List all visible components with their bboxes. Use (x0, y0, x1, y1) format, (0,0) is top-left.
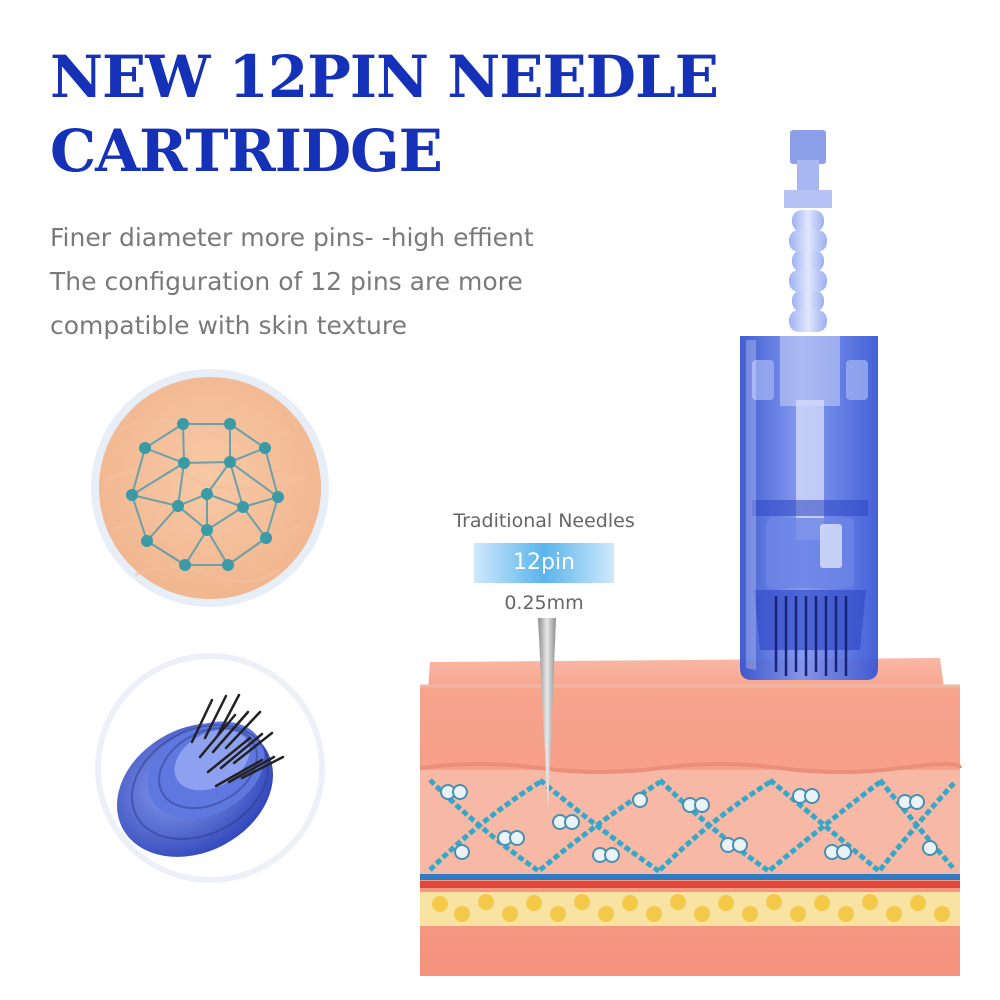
traditional-needle (538, 618, 556, 812)
cartridge-needles (774, 596, 848, 676)
description-line-3: compatible with skin texture (50, 311, 407, 340)
skin-block (419, 658, 962, 976)
headline-line-1: NEW 12PIN NEEDLE (50, 43, 719, 111)
description-line-2: The configuration of 12 pins are more (50, 267, 523, 296)
cartridge-bellows (789, 210, 827, 332)
headline: NEW 12PIN NEEDLE CARTRIDGE (50, 40, 719, 188)
pin-dots (126, 418, 284, 571)
needle-diameter-label: 0.25mm (504, 592, 584, 614)
headline-line-2: CARTRIDGE (50, 117, 443, 185)
cell-clusters (440, 784, 938, 863)
description: Finer diameter more pins- -high effient … (50, 216, 534, 348)
collagen-fibers (428, 778, 957, 875)
skin-texture-disc (91, 369, 329, 607)
fat-cells (432, 894, 950, 922)
needle-head-closeup (95, 653, 325, 883)
needle-tips (190, 693, 285, 788)
traditional-needles-label: Traditional Needles (453, 510, 635, 532)
cartridge (740, 130, 878, 680)
description-line-1: Finer diameter more pins- -high effient (50, 223, 534, 252)
pin-count-badge: 12pin (474, 543, 614, 583)
